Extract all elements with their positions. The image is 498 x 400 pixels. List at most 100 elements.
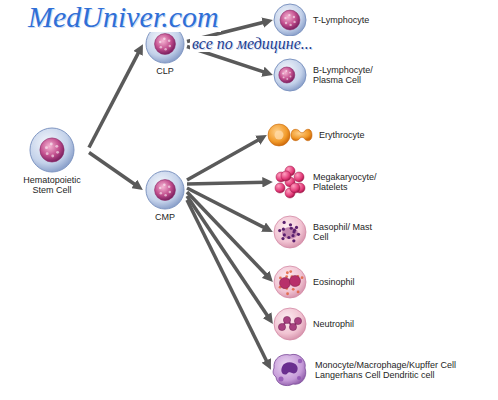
cell-icon [267,118,313,152]
cell-part [30,128,74,172]
cell-node: Megakaryocyte/ Platelets [273,165,393,199]
cell-part [268,124,290,146]
cell-part [283,76,285,78]
cell-part [284,17,286,19]
cell-icon [273,265,307,299]
cell-part [274,308,306,340]
cell-part [289,24,291,26]
cell-node: Erythrocyte [267,118,365,152]
cell-part [155,180,176,201]
cell-part [288,14,290,16]
cell-label: Hematopoietic Stem Cell [15,175,89,196]
cell-part [281,171,291,181]
cell-part [287,236,290,239]
label-block: B-Lymphocyte/ Plasma Cell [313,65,388,86]
label-block: T-Lymphocyte [313,15,369,25]
cell-label: CMP [143,212,187,222]
cell-part [168,40,171,43]
cell-drawing [274,59,306,91]
cell-part [290,227,293,230]
cell-drawing [275,166,305,198]
cell-part [289,270,292,273]
cell-part [289,323,296,330]
cell-part [279,377,284,382]
cell-part [45,146,48,149]
cell-drawing [274,308,306,340]
cell-part [292,288,295,291]
label-block: Megakaryocyte/ Platelets [313,172,393,193]
cell-part [282,227,298,239]
cell-part [159,41,162,44]
cell-part [274,266,306,298]
cell-part [282,228,285,231]
cell-part [51,155,54,158]
lineage-arrow [187,200,268,363]
cell-part [274,59,306,91]
cell-drawing [274,4,306,36]
cell-part [297,233,300,236]
cell-part [286,78,288,80]
cell-part [163,38,166,41]
cell-part [273,354,306,385]
cell-part [292,239,295,242]
cell-node: Neutrophil [273,307,354,341]
cell-part [291,129,312,140]
cell-part [164,194,167,197]
progenitor-node: CMP [143,170,187,222]
watermark: MedUniver.com [26,2,221,32]
cell-icon [271,351,309,389]
cell-icon [29,127,75,173]
cell-part [293,21,295,23]
lineage-arrow [89,51,140,148]
cell-part [297,376,301,380]
cell-part [274,4,306,36]
cell-part [169,191,172,194]
label-block: Eosinophil [313,277,355,287]
cell-drawing [268,124,312,146]
label-block: Basophil/ Mast Cell [313,222,373,243]
cell-label: Megakaryocyte/ Platelets [313,172,393,193]
cell-label: T-Lymphocyte [313,15,369,25]
cell-drawing [146,171,184,209]
cell-part [290,276,301,287]
cell-part [283,233,286,236]
cell-icon [273,307,307,341]
cell-part [286,292,289,295]
cell-part [294,317,301,324]
lineage-arrow [187,182,266,184]
cell-part [278,229,281,232]
cell-part [301,276,304,279]
cell-icon [273,58,307,92]
cell-node: Eosinophil [273,265,355,299]
cell-part [55,145,58,148]
cell-drawing [274,266,306,298]
cell-part [291,234,294,237]
watermark: все по медицине... [190,36,315,52]
cell-label: B-Lymphocyte/ Plasma Cell [313,65,388,86]
cell-label: Basophil/ Mast Cell [313,222,373,243]
cell-part [281,362,297,374]
cell-drawing [274,216,306,248]
cell-part [289,223,292,226]
cell-icon [145,170,185,210]
cell-part [50,143,53,146]
cell-part [160,192,163,195]
cell-label: Eosinophil [313,277,355,287]
cell-icon [273,215,307,249]
cell-part [285,70,287,72]
cell-part [289,72,291,74]
cell-part [283,221,286,224]
lineage-arrow [187,192,268,277]
cell-node: Basophil/ Mast Cell [273,215,373,249]
cell-part [298,359,302,363]
cell-part [56,151,59,154]
cell-node: T-Lymphocyte [273,3,369,37]
cell-part [155,34,176,55]
cell-part [283,316,290,323]
label-block: Erythrocyte [319,130,365,140]
cell-part [290,76,292,78]
cell-label: Erythrocyte [319,130,365,140]
cell-part [295,226,298,229]
label-block: Neutrophil [313,319,354,329]
